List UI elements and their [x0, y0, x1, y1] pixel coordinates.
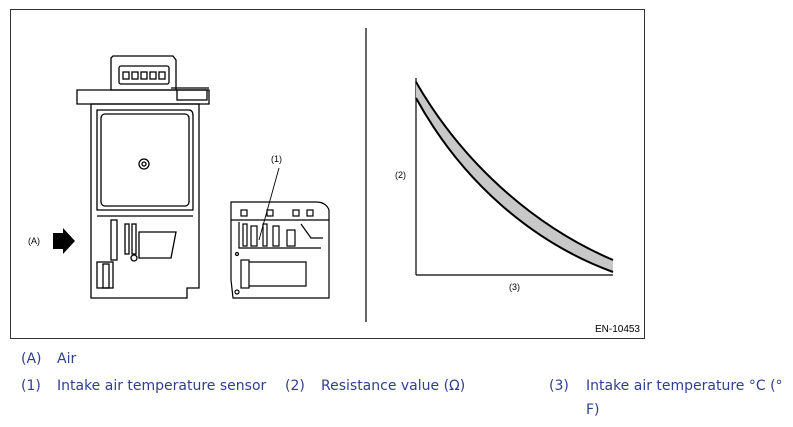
diagram-figure: (A) (1) (2) (3) EN-10453 [10, 9, 645, 339]
chart-axes [415, 78, 613, 276]
legend-key-1: (1) [21, 378, 41, 394]
callout-a: (A) [28, 236, 40, 246]
sensor-cutaway [230, 201, 330, 299]
legend-text-1: Intake air temperature sensor [57, 378, 267, 394]
legend-key-a: (A) [21, 351, 42, 367]
legend-key-2: (2) [285, 378, 305, 394]
resistance-curve-band [416, 82, 613, 272]
resistance-curve-lower [415, 97, 614, 273]
diagram-canvas [53, 28, 614, 322]
legend-text-a: Air [57, 351, 77, 367]
legend-key-3: (3) [549, 378, 569, 394]
leader-line [258, 167, 280, 241]
air-arrow [53, 228, 75, 254]
callout-3: (3) [509, 282, 520, 292]
legend-text-2: Resistance value (Ω) [321, 378, 466, 394]
legend-text-3-cont: F) [586, 402, 600, 418]
figure-id: EN-10453 [594, 324, 640, 335]
resistance-curve-upper [415, 81, 614, 261]
callout-2: (2) [395, 170, 406, 180]
callout-1: (1) [271, 154, 282, 164]
legend-text-3: Intake air temperature °C (° [586, 378, 783, 394]
maf-sensor-body [76, 55, 210, 299]
